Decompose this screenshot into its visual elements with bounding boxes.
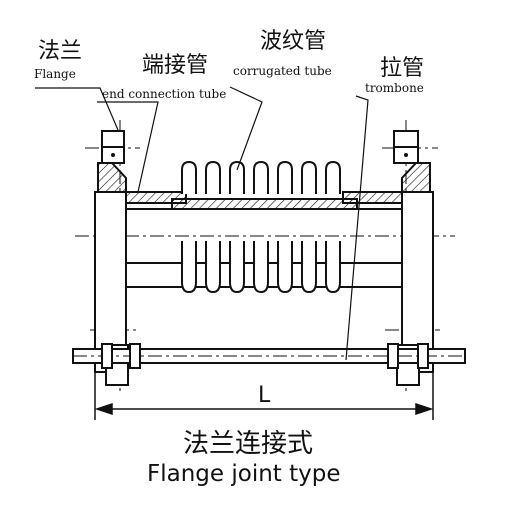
left-flange	[94, 130, 129, 386]
caption-en: Flange joint type	[147, 461, 341, 487]
label-end-tube-en: end connection tube	[102, 87, 226, 101]
end-tube-left-wall	[125, 191, 187, 204]
leader-lines	[35, 86, 369, 361]
dimension-l	[94, 372, 434, 420]
dimension-label: L	[258, 383, 271, 408]
tube-bore-wall	[171, 198, 358, 210]
bellows-upper	[181, 160, 341, 194]
label-corrugated-zh: 波纹管	[260, 29, 326, 54]
caption-zh: 法兰连接式	[183, 429, 313, 459]
label-flange-en: Flange	[34, 67, 76, 81]
end-tube-right-wall	[342, 191, 403, 204]
label-flange-zh: 法兰	[38, 39, 82, 64]
label-trombone-en: trombone	[365, 81, 424, 95]
label-corrugated-en: corrugated tube	[233, 64, 332, 78]
label-trombone-zh: 拉管	[380, 56, 424, 81]
tie-rod	[72, 343, 466, 369]
label-end-tube-zh: 端接管	[142, 53, 208, 78]
bellows-lower	[181, 241, 341, 294]
right-flange	[393, 130, 434, 386]
